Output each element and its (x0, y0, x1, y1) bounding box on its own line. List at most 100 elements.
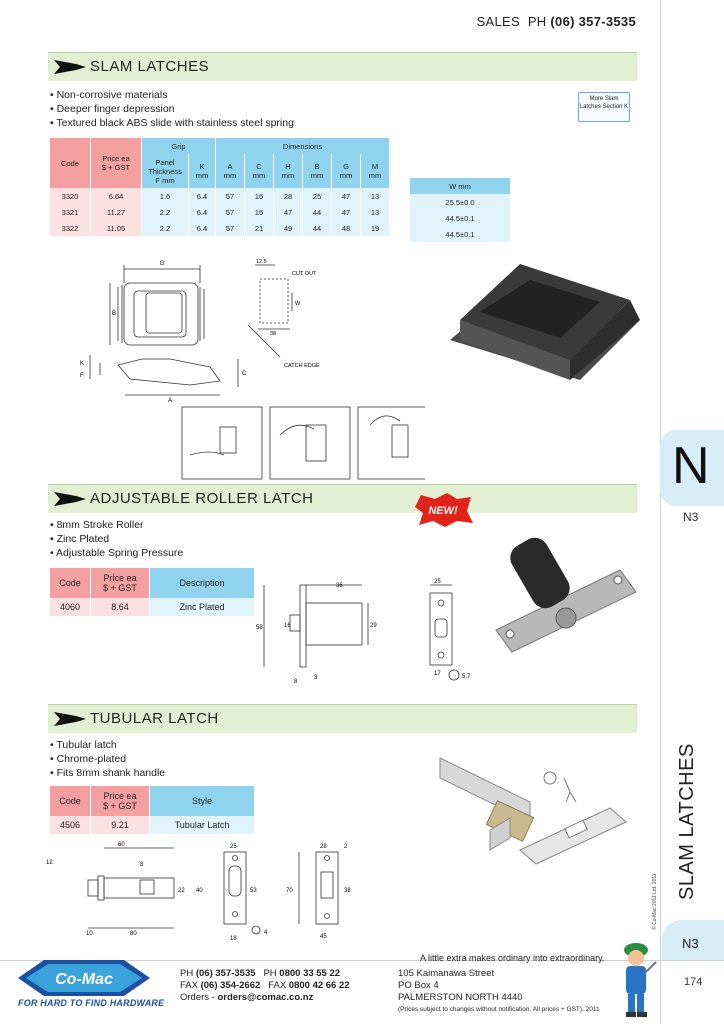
dim-36: 36 (336, 583, 343, 589)
dim-45: 45 (320, 934, 327, 940)
dim-w: W (295, 301, 301, 307)
col-price: Price ea$ + GST (90, 138, 142, 188)
vertical-section-title: SLAM LATCHES (676, 743, 698, 900)
section-title: ADJUSTABLE ROLLER LATCH (90, 490, 314, 507)
cutout-label: CUT OUT (292, 271, 317, 277)
roller-latch-technical-drawing: 36 58 16 29 8 3 25 17 5.7 (256, 579, 471, 685)
slam-latch-operation-steps (181, 406, 425, 480)
table-row: 3320 6.64 1.6 6.4 57 15 28 25 47 13 (50, 188, 390, 204)
copyright-note: © Co-Mac 2011 Ltd. 2011 (652, 873, 658, 930)
catch-edge-label: CATCH EDGE (284, 363, 320, 369)
footer-address: 105 Kaimanawa Street PO Box 4 PALMERSTON… (398, 968, 523, 1003)
dim-18: 18 (230, 936, 237, 942)
arrow-icon (54, 712, 86, 726)
dim-25: 25 (230, 844, 237, 850)
footer-fax: (06) 354-2662 (200, 980, 261, 991)
page-number: 174 (684, 976, 703, 988)
col-grip: Grip (141, 138, 216, 154)
dim-a: A (168, 398, 172, 404)
slam-latch-photo (450, 264, 640, 380)
svg-text:Co-Mac: Co-Mac (55, 971, 113, 988)
section-bar-adjustable-roller-latch: ADJUSTABLE ROLLER LATCH (48, 484, 637, 513)
dim-b: B (112, 311, 116, 317)
col-w: W mm (410, 178, 511, 194)
table-row: 4060 8.64 Zinc Plated (50, 598, 255, 616)
footer-slogan: FOR HARD TO FIND HARDWARE (18, 998, 165, 1008)
dim-c: C (242, 371, 247, 377)
feature-item: 8mm Stroke Roller (50, 518, 183, 532)
col-description: Description (149, 568, 255, 598)
feature-item: Fits 8mm shank handle (50, 766, 166, 780)
table-row: 3321 11.27 2.2 6.4 57 15 47 44 47 13 (50, 204, 390, 220)
dim-38: 38 (344, 888, 351, 894)
col-style: Style (149, 786, 255, 816)
slam-latch-table: Code Price ea$ + GST Grip Dimensions Pan… (50, 138, 390, 236)
feature-item: Deeper finger depression (50, 102, 294, 116)
dim-25: 25 (434, 579, 441, 585)
dim-4: 4 (264, 930, 268, 936)
page-ref: N3 (683, 510, 699, 524)
col-code: Code (50, 138, 91, 188)
new-badge: NEW! (415, 493, 473, 527)
price-note: (Prices subject to changes without notif… (398, 1006, 600, 1013)
tubular-latch-technical-drawing: 60 8 12 22 10 80 25 53 40 18 4 28 2 70 3… (46, 842, 351, 942)
dim-80: 80 (130, 931, 137, 937)
col-price: Price ea$ + GST (90, 568, 150, 598)
right-divider (660, 0, 661, 1024)
dim-53: 53 (250, 888, 257, 894)
tubular-latch-table: Code Price ea$ + GST Style 4506 9.21 Tub… (50, 786, 255, 834)
dim-f: F (80, 373, 84, 379)
dim-k: K (80, 361, 84, 367)
dim-2: 2 (344, 844, 348, 850)
feature-item: Tubular latch (50, 738, 165, 752)
dim-60: 60 (118, 842, 125, 848)
table-row: 3322 11.05 2.2 6.4 57 21 49 44 48 19 (50, 220, 390, 236)
more-slam-latches-link[interactable]: More Slam Latches Section K (578, 92, 630, 122)
dim-17: 17 (434, 671, 441, 677)
page-ref-tab: N3 (662, 920, 724, 960)
dim-5-7: 5.7 (462, 674, 471, 680)
footer-freephone: 0800 33 55 22 (279, 968, 341, 979)
dim-8: 8 (140, 862, 144, 868)
dim-3: 3 (314, 675, 318, 681)
feature-item: Textured black ABS slide with stainless … (50, 116, 294, 130)
arrow-icon (54, 60, 86, 74)
dim-g: G (160, 261, 165, 267)
feature-item: Zinc Plated (50, 532, 183, 546)
section-bar-tubular-latch: TUBULAR LATCH (48, 704, 637, 733)
footer-freefax: 0800 42 66 22 (288, 980, 350, 991)
sales-phone-header: SALES PH (06) 357-3535 (476, 14, 636, 29)
dim-8: 8 (294, 679, 298, 685)
dim-70: 70 (286, 888, 293, 894)
table-row: 4506 9.21 Tubular Latch (50, 816, 255, 834)
feature-item: Chrome-plated (50, 752, 165, 766)
dim-40: 40 (196, 888, 203, 894)
dim-58: 58 (256, 625, 263, 631)
col-code: Code (50, 568, 91, 598)
comac-logo: Co-Mac (18, 960, 150, 996)
dim-12: 12 (46, 860, 53, 866)
section-bar-slam-latches: SLAM LATCHES (48, 52, 637, 81)
footer-contact: PH (06) 357-3535 PH 0800 33 55 22 FAX (0… (180, 968, 350, 1003)
dim-16: 16 (284, 623, 291, 629)
footer-tagline: A little extra makes ordinary into extra… (420, 953, 605, 963)
orders-email-link[interactable]: orders@comac.co.nz (217, 992, 314, 1003)
arrow-icon (54, 492, 86, 506)
tubular-latch-photo (439, 757, 627, 865)
dim-28: 28 (320, 844, 327, 850)
feature-list: Non-corrosive materials Deeper finger de… (50, 88, 294, 130)
feature-item: Non-corrosive materials (50, 88, 294, 102)
feature-list: 8mm Stroke Roller Zinc Plated Adjustable… (50, 518, 183, 560)
dim-22: 22 (178, 888, 185, 894)
dim-10: 10 (86, 931, 93, 937)
dim-12-5: 12.5 (256, 259, 267, 265)
sales-phone-number: (06) 357-3535 (550, 14, 636, 29)
feature-list: Tubular latch Chrome-plated Fits 8mm sha… (50, 738, 165, 780)
roller-latch-table: Code Price ea$ + GST Description 4060 8.… (50, 568, 255, 616)
section-title: SLAM LATCHES (90, 58, 210, 75)
